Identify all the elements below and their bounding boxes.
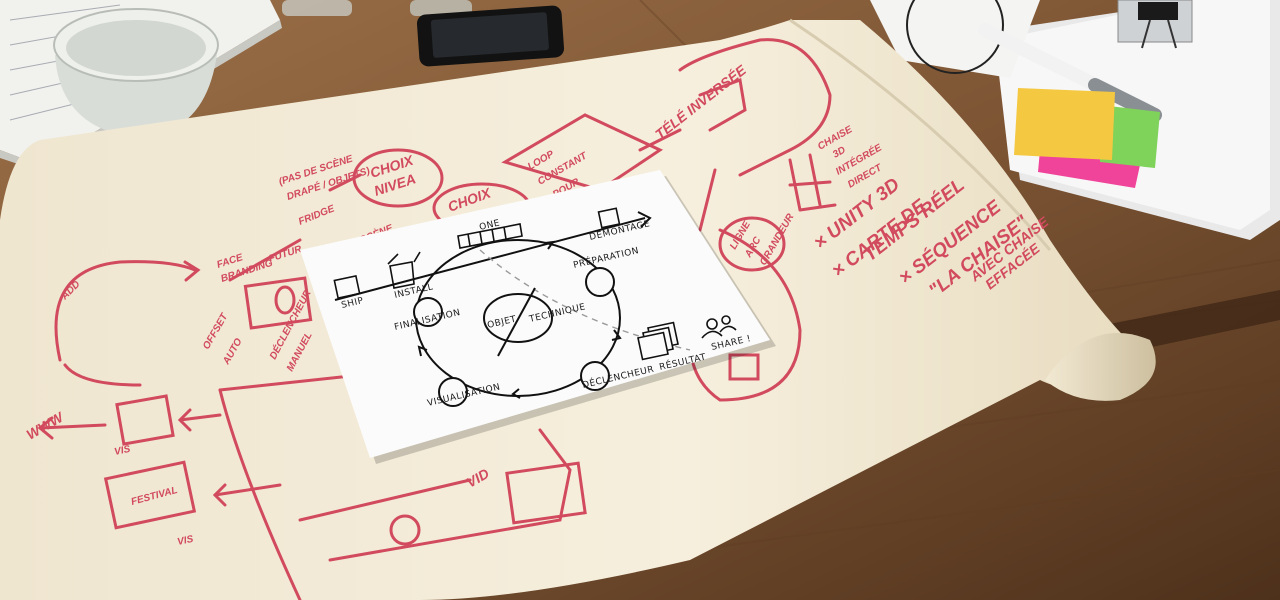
- node-preparation: [585, 267, 615, 297]
- center-circle: [483, 293, 553, 343]
- node-visualisation: [438, 377, 468, 407]
- glass: [410, 0, 472, 16]
- share-people-icon: [701, 315, 737, 339]
- smartphone: [416, 5, 565, 67]
- install-icon: [387, 251, 421, 289]
- resultat-stack-icon: [637, 321, 679, 361]
- label-one: ONE: [478, 218, 501, 232]
- glass: [282, 0, 352, 16]
- label-ship: SHIP: [340, 296, 364, 311]
- binder-clip: [1117, 0, 1193, 49]
- ceramic-bowl: [53, 8, 219, 138]
- timeline-arrow: [637, 211, 652, 228]
- printed-diagram-sheet: ONE SHIP INSTALL DÉMONTAGE OBJET TECHNIQ…: [300, 170, 776, 464]
- demontage-box-icon: [597, 207, 621, 229]
- ship-box-icon: [333, 274, 361, 300]
- node-declencheur: [580, 361, 610, 391]
- node-finalisation: [413, 297, 443, 327]
- note-vis-1: VIS: [113, 444, 131, 458]
- one-film-strip-icon: [457, 223, 523, 249]
- center-slash: [497, 287, 536, 357]
- marker-sketches: [37, 38, 837, 600]
- note-vis-2: VIS: [176, 534, 194, 548]
- sticky-notes: [1014, 88, 1160, 188]
- white-marker-pen: [978, 23, 1162, 122]
